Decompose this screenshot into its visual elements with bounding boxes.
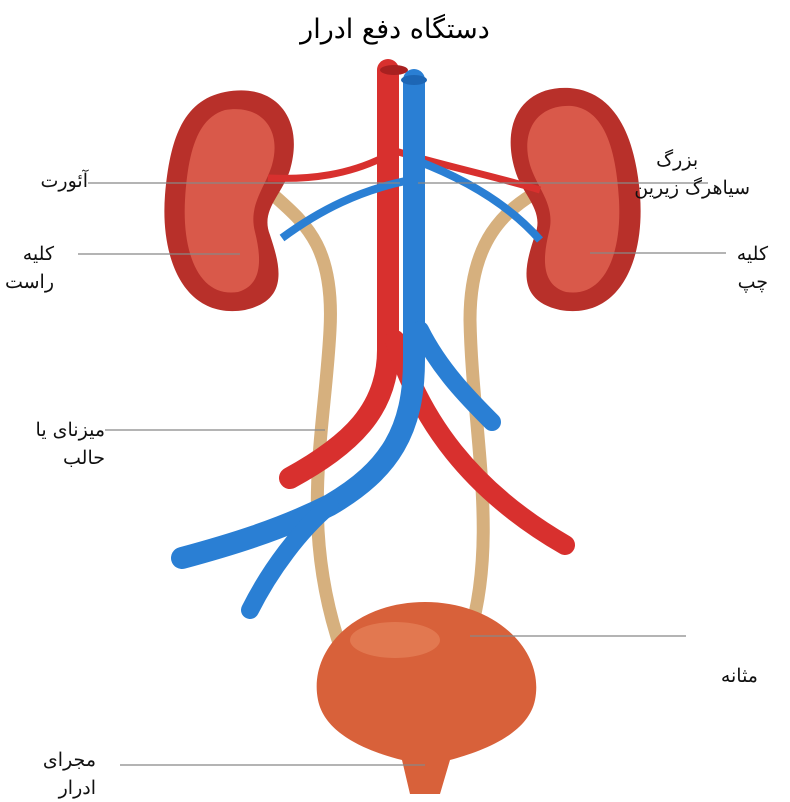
label-left-kidney: کلیه چپ (736, 243, 768, 293)
right-kidney-inner (184, 109, 275, 293)
vena-cava-top (401, 75, 427, 85)
bladder-highlight (350, 622, 440, 658)
left-kidney-inner (527, 105, 620, 293)
right-iliac-vein (241, 496, 339, 619)
label-vena-cava: بزرگ سیاهرگ زیرین (634, 149, 750, 199)
left-iliac-vein (411, 321, 501, 431)
label-right-kidney: کلیه راست (4, 243, 54, 293)
left-ureter (461, 183, 547, 647)
aorta (279, 59, 399, 489)
right-renal-vein (279, 176, 411, 242)
label-bladder: مثانه (720, 665, 758, 687)
label-aorta: آئورت (40, 170, 88, 192)
left-renal-vein (413, 156, 544, 243)
right-renal-artery (267, 151, 390, 182)
diagram-title: دستگاه دفع ادرار (300, 14, 490, 45)
aorta-top (380, 65, 408, 75)
leader-lines (78, 182, 726, 766)
label-ureter: میزنای یا حالب (35, 419, 105, 469)
